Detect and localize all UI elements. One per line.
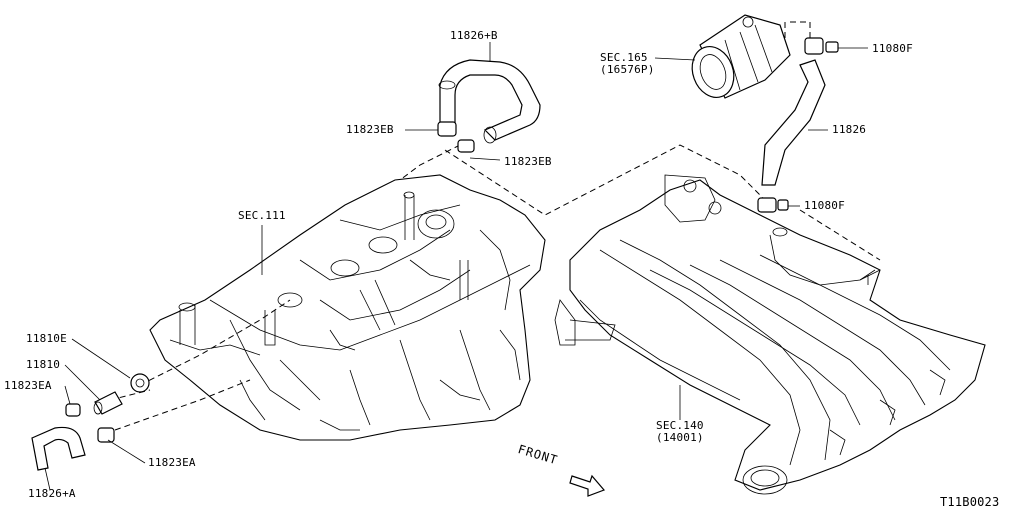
label-hose-11826-a: 11826+A [28, 487, 76, 500]
label-clamp-11823eb-right: 11823EB [504, 155, 552, 168]
clamp-11823eb-left [437, 121, 457, 137]
hose-11826-a [31, 426, 86, 471]
label-sec-165: SEC.165 [600, 51, 648, 64]
front-arrow-icon [569, 474, 606, 497]
label-valve-11810: 11810 [26, 358, 61, 371]
clamp-11823ea-bottom [97, 427, 115, 443]
label-sec-140: SEC.140 [656, 419, 704, 432]
label-sec-165-part: (16576P) [600, 63, 655, 76]
clamp-11823ea-top [65, 403, 81, 417]
routing-dashed-lines [109, 21, 881, 431]
label-hose-11826-b: 11826+B [450, 29, 498, 42]
label-clamp-11080f-top: 11080F [872, 42, 913, 55]
intake-manifold [554, 174, 986, 495]
label-sec-140-part: (14001) [656, 431, 704, 444]
air-duct-sec165 [691, 14, 791, 99]
leader-lines [44, 42, 868, 491]
label-clamp-11823ea-top: 11823EA [4, 379, 52, 392]
label-hose-11826: 11826 [832, 123, 867, 136]
label-clamp-11823eb-left: 11823EB [346, 123, 394, 136]
label-clamp-11080f-lower: 11080F [804, 199, 845, 212]
grommet-11810e [130, 373, 150, 393]
clamp-11080f-top [804, 37, 839, 55]
pcv-valve-11810 [93, 391, 123, 415]
clamp-11080f-lower [757, 197, 789, 213]
hose-11826 [761, 59, 826, 186]
hose-11826-b [438, 59, 541, 144]
label-grommet-11810e: 11810E [26, 332, 67, 345]
label-sec-111: SEC.111 [238, 209, 286, 222]
label-clamp-11823ea-bottom: 11823EA [148, 456, 196, 469]
figure-reference: T11B0023 [940, 495, 1000, 509]
clamp-11823eb-right [457, 139, 475, 153]
engine-cylinder-head [149, 174, 546, 441]
